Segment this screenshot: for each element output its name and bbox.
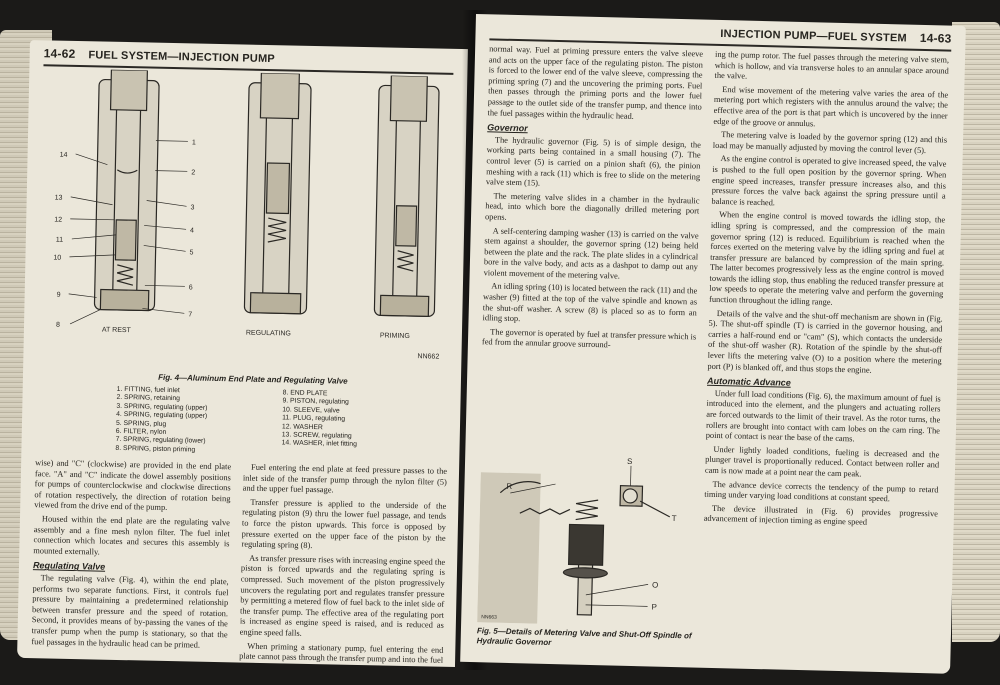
figure-4-legend-col2: 8. END PLATE 9. PISTON, regulating 10. S…: [282, 389, 359, 449]
callout-14: 14: [60, 152, 68, 159]
figure-5-ref-code: NN663: [481, 614, 497, 620]
left-page: 14-62 FUEL SYSTEM—INJECTION PUMP: [17, 40, 468, 668]
paragraph: The hydraulic governor (Fig. 5) is of si…: [485, 135, 701, 188]
callout-12: 12: [54, 217, 62, 224]
callout-10: 10: [53, 255, 61, 262]
view-label-regulating: REGULATING: [246, 330, 291, 338]
paragraph: As transfer pressure rises with increasi…: [239, 553, 446, 638]
figure-5-label-o: O: [652, 580, 658, 589]
figure-5-drawing: R S T O P NN663: [477, 457, 677, 624]
view-label-at-rest: AT REST: [102, 327, 132, 335]
paragraph: End wise movement of the metering valve …: [713, 84, 949, 128]
left-header-title: FUEL SYSTEM—INJECTION PUMP: [88, 49, 276, 66]
callout-9: 9: [57, 292, 61, 299]
callout-6: 6: [189, 284, 193, 291]
right-page: INJECTION PUMP—FUEL SYSTEM 14-63 normal …: [460, 14, 966, 674]
right-header-title: INJECTION PUMP—FUEL SYSTEM: [720, 27, 907, 45]
figure-4-drawing: 14 13 12 11 10 9 8 1 2 3 4 5 6 7 AT REST…: [53, 69, 440, 361]
callout-2: 2: [191, 169, 195, 176]
callout-13: 13: [55, 195, 63, 202]
figure-5-label-t: T: [672, 514, 677, 523]
right-page-column-1: normal way. Fuel at priming pressure ent…: [479, 44, 703, 449]
figure-4-caption: Fig. 4—Aluminum End Plate and Regulating…: [158, 372, 348, 386]
paragraph: Under full load conditions (Fig. 6), the…: [705, 388, 941, 444]
paragraph: normal way. Fuel at priming pressure ent…: [487, 44, 704, 121]
left-page-column-1: wise) and "C" (clockwise) are provided i…: [31, 458, 231, 654]
paragraph: Fuel entering the end plate at feed pres…: [242, 462, 448, 495]
paragraph: The governor is operated by fuel at tran…: [481, 327, 697, 350]
callout-11: 11: [56, 237, 64, 244]
paragraph: Under lightly loaded conditions, fueling…: [704, 444, 940, 479]
paragraph: Transfer pressure is applied to the unde…: [241, 497, 447, 551]
paragraph: wise) and "C" (clockwise) are provided i…: [34, 458, 232, 513]
paragraph: When the engine control is moved towards…: [708, 210, 946, 307]
right-page-column-2: ing the pump rotor. The fuel passes thro…: [700, 50, 949, 668]
legend-item: 14. WASHER, inlet fitting: [281, 439, 357, 449]
paragraph: The device illustrated in (Fig. 6) provi…: [703, 503, 939, 528]
paragraph: The advance device corrects the tendency…: [704, 479, 939, 504]
paragraph: ing the pump rotor. The fuel passes thro…: [714, 49, 950, 81]
callout-5: 5: [190, 249, 194, 256]
paragraph: The metering valve is loaded by the gove…: [712, 130, 948, 155]
figure-5-caption: Fig. 5—Details of Metering Valve and Shu…: [476, 626, 692, 648]
callout-8: 8: [56, 322, 60, 329]
paragraph: When priming a stationary pump, fuel ent…: [238, 641, 444, 668]
figure-4-ref-code: NN662: [417, 353, 439, 360]
callout-7: 7: [188, 311, 192, 318]
paragraph: The metering valve slides in a chamber i…: [484, 191, 700, 222]
figure-5-label-s: S: [627, 457, 633, 466]
paragraph: As the engine control is operated to giv…: [711, 154, 947, 208]
left-page-column-2: Fuel entering the end plate at feed pres…: [239, 463, 447, 667]
figure-5-label-p: P: [651, 602, 657, 611]
paragraph: An idling spring (10) is located between…: [482, 281, 698, 324]
paragraph: Details of the valve and the shut-off me…: [707, 308, 943, 375]
view-label-priming: PRIMING: [380, 332, 410, 340]
legend-item: 8. SPRING, piston priming: [115, 444, 196, 454]
callout-1: 1: [192, 139, 196, 146]
right-page-number: 14-63: [919, 30, 952, 46]
callout-4: 4: [190, 227, 194, 234]
paragraph: A self-centering damping washer (13) is …: [483, 225, 699, 281]
paragraph: Housed within the end plate are the regu…: [33, 514, 231, 557]
paragraph: The regulating valve (Fig. 4), within th…: [31, 573, 229, 650]
figure-5-label-r: R: [506, 482, 512, 491]
figure-4-legend-col1: 1. FITTING, fuel inlet 2. SPRING, retain…: [115, 386, 207, 455]
left-page-number: 14-62: [43, 46, 76, 61]
callout-3: 3: [190, 204, 194, 211]
